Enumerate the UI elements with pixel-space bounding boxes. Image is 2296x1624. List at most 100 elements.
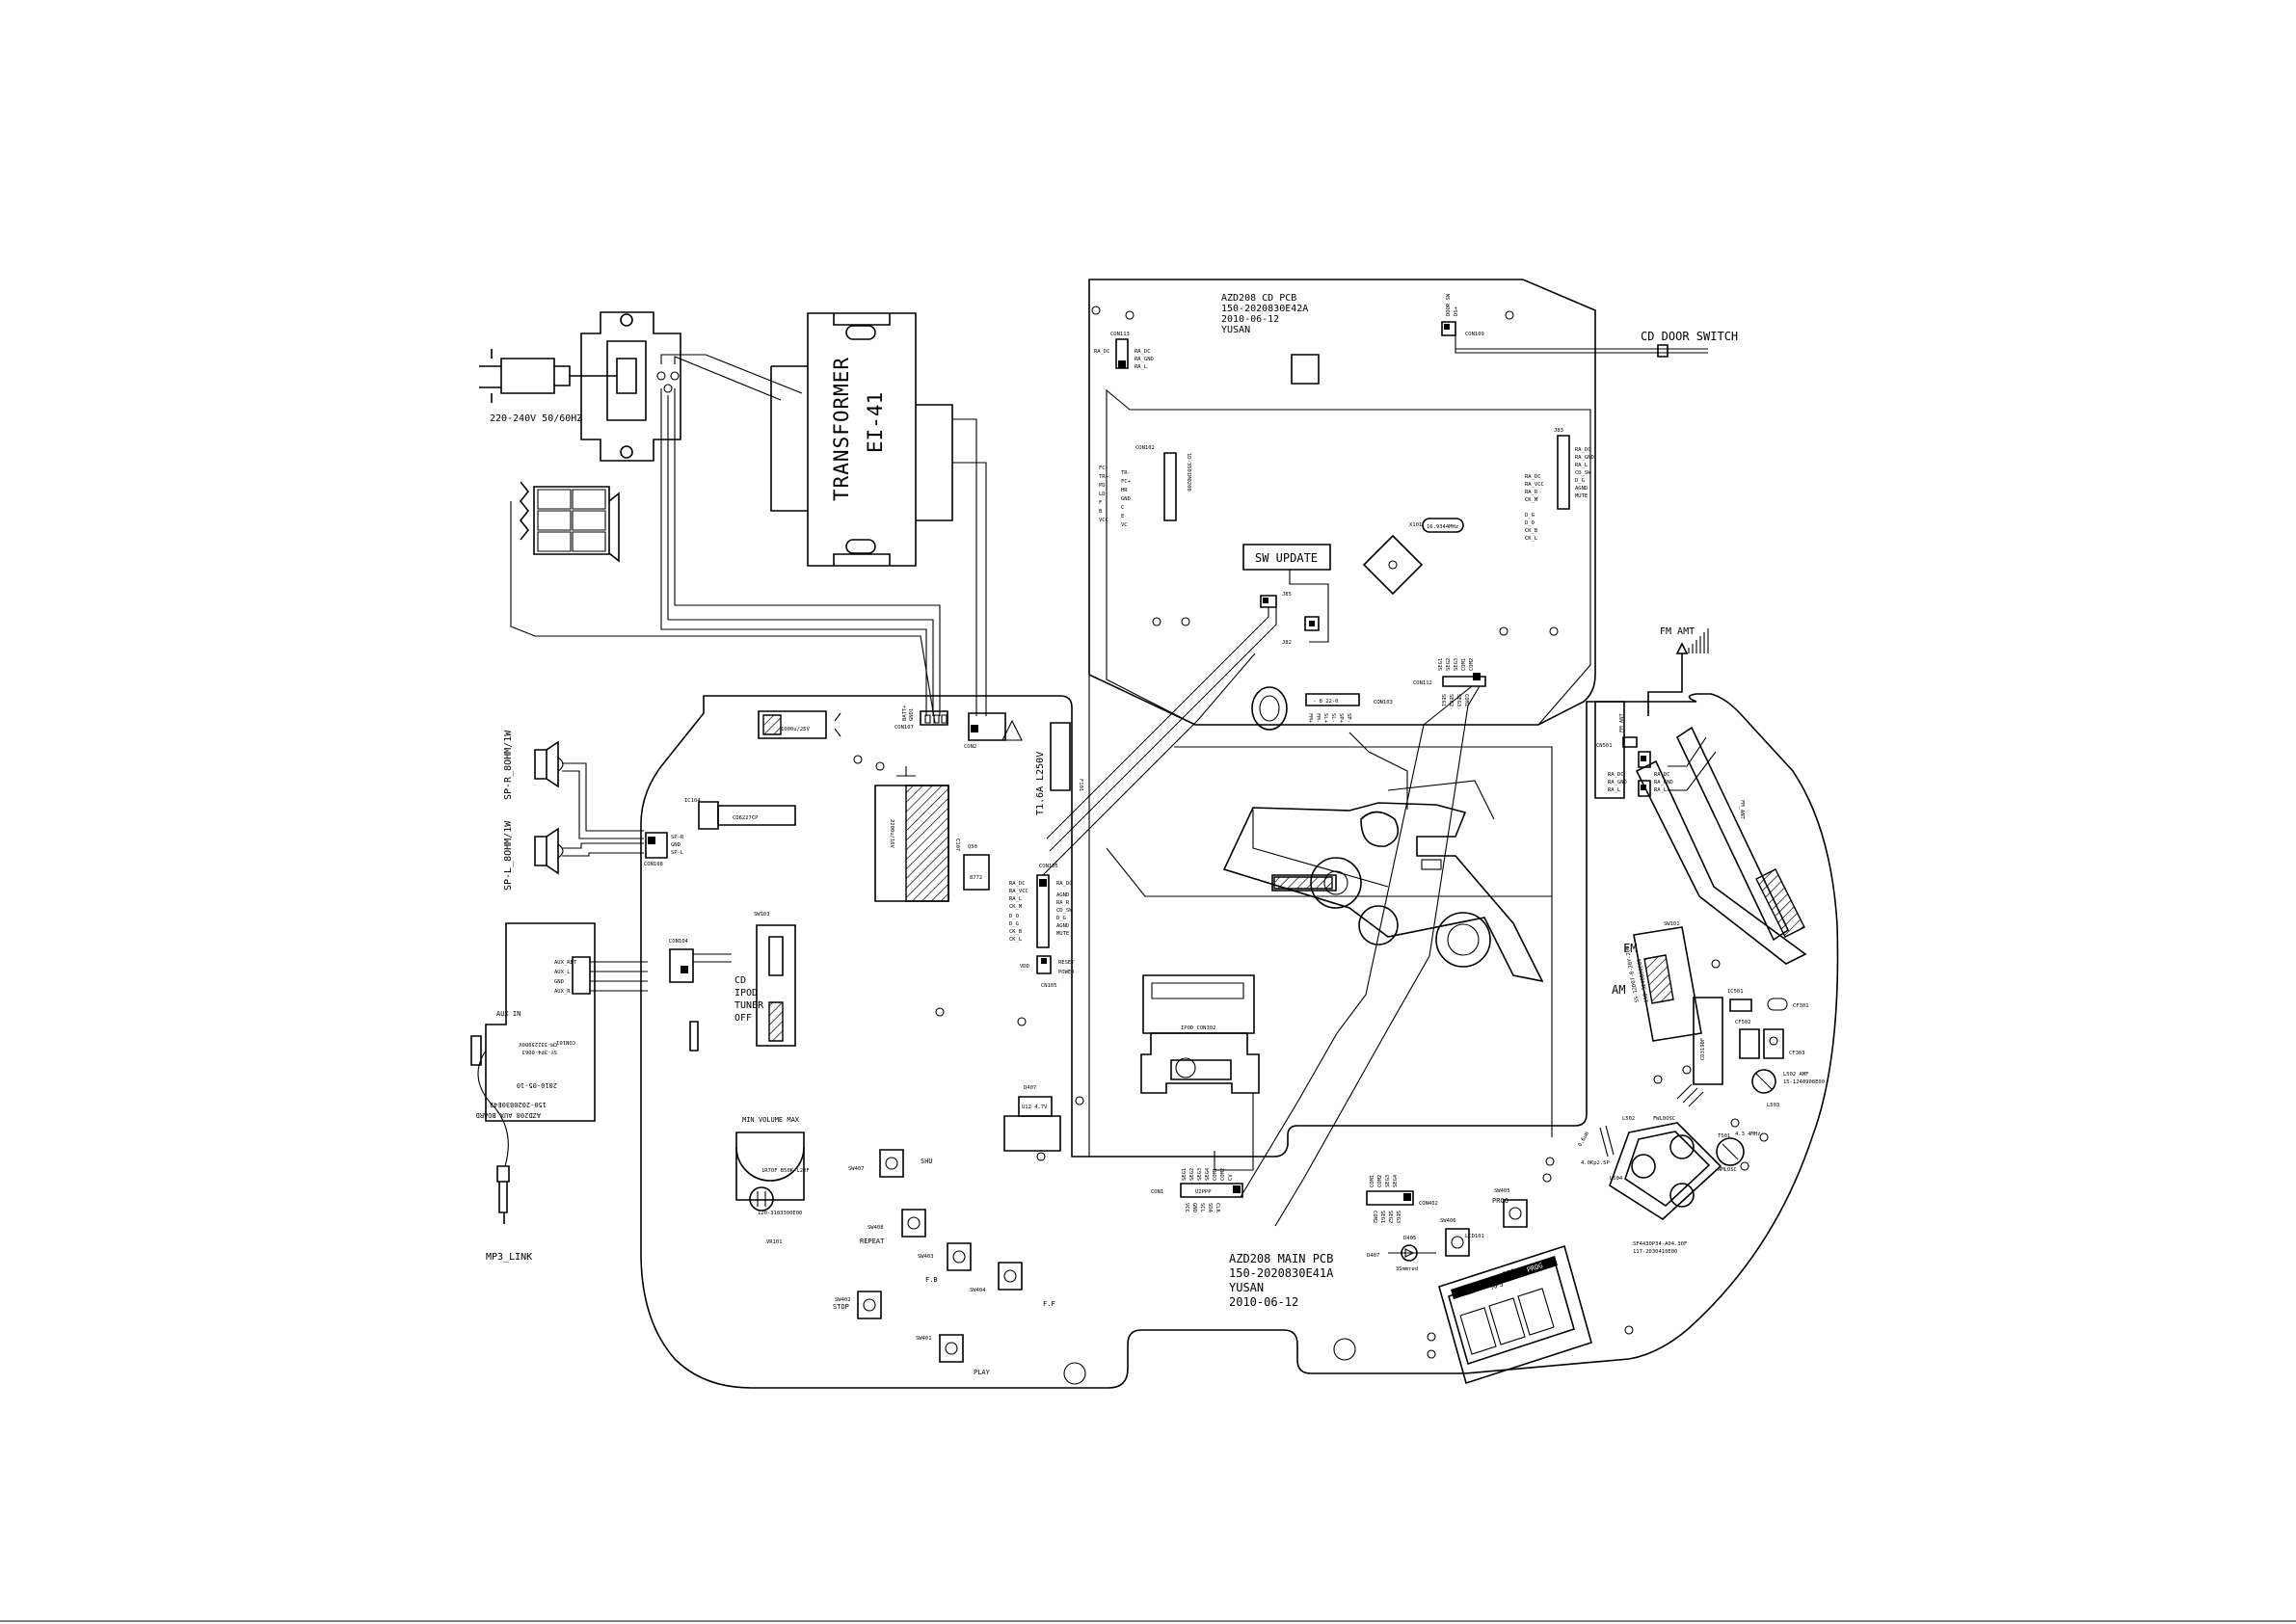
- svg-text:SW402: SW402: [835, 1297, 851, 1303]
- button-sw406[interactable]: SW406: [1440, 1218, 1470, 1257]
- svg-text:CON105: CON105: [1039, 864, 1058, 869]
- svg-text:RA_R: RA_R: [1056, 900, 1070, 906]
- svg-text:CLK: CLK: [1215, 1203, 1220, 1213]
- svg-text:STOP: STOP: [833, 1303, 849, 1311]
- svg-text:T501: T501: [1718, 1133, 1730, 1139]
- svg-text:SHU: SHU: [921, 1158, 933, 1165]
- svg-text:D_G: D_G: [1056, 916, 1066, 921]
- svg-text:LD: LD: [1099, 492, 1106, 497]
- svg-text:CN501: CN501: [1596, 743, 1613, 749]
- svg-text:LCD101: LCD101: [1465, 1234, 1484, 1239]
- svg-text:SP-R: SP-R: [671, 835, 684, 840]
- svg-text:CON1: CON1: [1151, 1189, 1163, 1195]
- button-prog[interactable]: PROG SW405: [1492, 1188, 1528, 1228]
- button-repeat[interactable]: REPEAT SW408: [860, 1209, 926, 1245]
- svg-text:FM_ANT: FM_ANT: [1619, 712, 1625, 732]
- svg-text:PROG: PROG: [1492, 1197, 1508, 1205]
- aux-board-date: 2010-05-10: [517, 1081, 557, 1089]
- sw-update-label: SW UPDATE: [1255, 551, 1318, 565]
- svg-text:PLAY: PLAY: [974, 1369, 991, 1376]
- am-ferrite-rod: FM_ANT: [1635, 726, 1807, 965]
- svg-text:CON402: CON402: [1419, 1201, 1438, 1207]
- svg-text:RA_VCC: RA_VCC: [1525, 482, 1544, 488]
- svg-text:1000u/25V: 1000u/25V: [781, 727, 810, 732]
- svg-text:SL+: SL+: [1322, 713, 1328, 724]
- power-entry-socket: [580, 311, 681, 462]
- svg-text:J83: J83: [1554, 428, 1563, 434]
- svg-text:FC-: FC-: [1099, 466, 1108, 471]
- aux-pin-1: AUX_RET: [554, 960, 577, 966]
- svg-text:CV: CV: [1228, 1174, 1234, 1181]
- svg-text:CON102: CON102: [1135, 445, 1155, 451]
- aux-pin-4: AUX_R: [554, 989, 571, 995]
- transformer-name: TRANSFORMER: [830, 357, 853, 501]
- svg-text:C: C: [1121, 505, 1124, 511]
- svg-text:8772: 8772: [970, 875, 982, 881]
- main-con2: CON2: [964, 712, 1023, 750]
- svg-text:FC+: FC+: [1121, 479, 1132, 485]
- mains-wiring: [510, 354, 987, 724]
- main-pcb-date: 2010-06-12: [1229, 1295, 1298, 1309]
- svg-text:AGND: AGND: [1056, 892, 1069, 898]
- svg-text:SF4430P34-A04.30F: SF4430P34-A04.30F: [1633, 1241, 1687, 1247]
- cd-mechanism: [1222, 732, 1544, 983]
- svg-text:4.3 4MHz: 4.3 4MHz: [1735, 1131, 1761, 1137]
- svg-text:3Smmred: 3Smmred: [1396, 1266, 1418, 1272]
- main-pcb-outline: [640, 693, 1839, 1389]
- svg-text:FM AMT: FM AMT: [1660, 626, 1695, 637]
- svg-text:SEG1: SEG1: [1440, 694, 1446, 706]
- cd-con112: CON112 SEG1 SEG2 SEG3 COM1 COM2 SEG1 SEG…: [1240, 658, 1486, 1227]
- svg-text:SW404: SW404: [970, 1288, 986, 1293]
- svg-text:SW406: SW406: [1440, 1218, 1456, 1224]
- svg-text:RA_DC: RA_DC: [1009, 881, 1026, 887]
- fm-antenna: FM AMT: [1647, 626, 1709, 716]
- svg-text:CK_L: CK_L: [1009, 937, 1023, 943]
- svg-text:RA_GND: RA_GND: [1608, 780, 1627, 785]
- svg-text:SEG3: SEG3: [1455, 694, 1461, 706]
- battery-pack: [519, 481, 620, 563]
- svg-text:IC104: IC104: [684, 798, 701, 804]
- svg-text:RA_GND: RA_GND: [1575, 455, 1594, 461]
- svg-text:J85: J85: [1282, 592, 1292, 598]
- main-ic104: IC104 CD6227CP: [684, 798, 796, 830]
- svg-text:SW405: SW405: [1494, 1188, 1510, 1194]
- svg-text:Q50: Q50: [968, 844, 977, 850]
- mp3-link-cable: MP3_LINK: [477, 1050, 532, 1263]
- svg-text:CK_M: CK_M: [1009, 904, 1023, 910]
- cd-con103: - 8 22-0 CON103 FM+ FM- SL+ SL- SP+ SP-: [1251, 686, 1393, 731]
- svg-text:SW101: SW101: [1664, 921, 1680, 927]
- button-shu[interactable]: SHU SW407: [848, 1149, 933, 1178]
- button-fb[interactable]: F.B SW403: [918, 1242, 972, 1284]
- svg-text:SEG3: SEG3: [1395, 1211, 1401, 1223]
- svg-text:HR: HR: [1121, 488, 1128, 493]
- svg-text:SCL: SCL: [1199, 1203, 1205, 1213]
- svg-text:T1.6A L250V: T1.6A L250V: [1035, 752, 1046, 815]
- svg-text:RA_GND: RA_GND: [1135, 357, 1154, 362]
- speaker-right-label: SP-R_8OHM/1W: [503, 730, 514, 800]
- button-stop[interactable]: STOP SW402: [833, 1291, 882, 1319]
- svg-text:2200u/16V: 2200u/16V: [889, 819, 894, 848]
- svg-text:REPEAT: REPEAT: [860, 1238, 885, 1245]
- svg-text:SW408: SW408: [868, 1225, 884, 1231]
- svg-text:SL-: SL-: [1330, 713, 1336, 723]
- svg-text:15-1240908E00: 15-1240908E00: [1783, 1079, 1825, 1085]
- svg-text:D_O: D_O: [1525, 520, 1535, 526]
- svg-text:SEG2: SEG2: [1189, 1168, 1195, 1181]
- svg-text:VR101: VR101: [766, 1239, 783, 1245]
- tuner-l502: L502 AMF 15-1240908E00 L503: [1751, 1069, 1825, 1108]
- svg-text:4.0Kp2.5P: 4.0Kp2.5P: [1581, 1160, 1610, 1166]
- svg-text:FM: FM: [1623, 942, 1637, 955]
- cd-door-switch-label: CD DOOR SWITCH: [1641, 330, 1738, 343]
- svg-text:GND: GND: [1191, 1203, 1197, 1212]
- svg-text:COM2: COM2: [1469, 658, 1475, 671]
- button-play[interactable]: PLAY SW401: [916, 1334, 991, 1376]
- svg-text:TR+: TR+: [1099, 474, 1109, 480]
- aux-board-title: AZD208 AUX BOARD: [476, 1111, 541, 1119]
- button-ff[interactable]: F.F SW404: [970, 1262, 1055, 1308]
- tuner-antenna-connector: FM_ANT CN501 RA_DC RA_GND RA_L RA_DC RA_…: [1594, 701, 1717, 799]
- main-con108: CON108 SP-R GND SP-L: [644, 832, 684, 867]
- svg-text:RA_L: RA_L: [1009, 896, 1023, 902]
- main-pcb-part-number: 150-2020830E41A: [1229, 1266, 1334, 1280]
- svg-text:COM1: COM1: [1461, 658, 1467, 671]
- svg-text:FM-: FM-: [1315, 713, 1321, 723]
